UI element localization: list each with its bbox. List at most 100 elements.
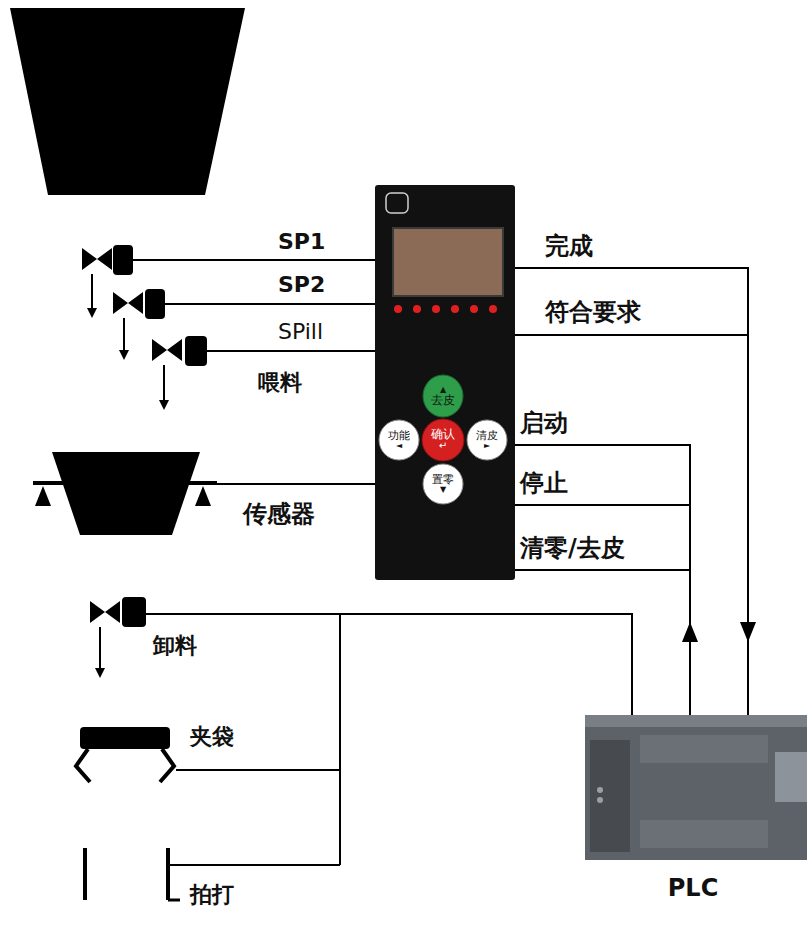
controller-body — [375, 185, 515, 580]
plc-body — [585, 715, 807, 860]
valve-actuator — [122, 597, 146, 627]
output-wire — [176, 769, 340, 771]
signal-label: 停止 — [520, 469, 568, 498]
key-text: 功能 — [388, 430, 410, 442]
key-button: 功能◄ — [378, 419, 420, 461]
hopper — [10, 8, 245, 195]
led — [470, 305, 478, 313]
key-outline — [423, 464, 463, 504]
plc-device: PLC — [585, 715, 807, 860]
valve-symbol — [128, 292, 143, 314]
valve-actuator — [145, 289, 165, 319]
flow-arrow — [123, 318, 125, 352]
arrow-head — [87, 308, 97, 318]
led — [394, 305, 402, 313]
key-outline — [467, 420, 507, 460]
patting-bar — [83, 848, 87, 900]
patting-bar — [166, 848, 170, 900]
arrow-head — [740, 622, 756, 642]
signal-wire — [133, 259, 376, 261]
key-text: 确认 — [431, 428, 455, 441]
plc-terminal — [640, 735, 768, 763]
signal-label: 拍打 — [190, 882, 234, 908]
arrow-head — [682, 622, 698, 642]
key-text: 清皮 — [476, 430, 498, 442]
signal-label: 启动 — [520, 409, 568, 438]
sensor-bar — [33, 481, 217, 485]
signal-wire — [207, 350, 376, 352]
flow-arrow — [91, 274, 93, 310]
flow-arrow — [99, 627, 101, 670]
plc-led — [597, 787, 603, 793]
valve-symbol — [152, 339, 167, 361]
sensor-foot — [195, 486, 211, 506]
key-outline — [422, 419, 464, 461]
output-wire — [170, 864, 340, 866]
signal-label: 卸料 — [153, 633, 197, 659]
key-text: 去皮 — [431, 394, 455, 407]
valve-symbol — [82, 248, 97, 270]
led — [413, 305, 421, 313]
valve-symbol — [113, 292, 128, 314]
key-button: ▲去皮 — [422, 374, 464, 418]
key-text: ▲ — [440, 386, 446, 394]
key-text: ► — [484, 442, 490, 450]
signal-label: 完成 — [545, 232, 593, 261]
flow-arrow — [163, 365, 165, 402]
plc-panel — [775, 752, 807, 802]
signal-label: SP1 — [278, 229, 325, 255]
signal-wire — [515, 569, 690, 571]
arrow-head — [95, 668, 105, 678]
plc-module — [590, 740, 630, 852]
valve-symbol — [167, 339, 182, 361]
signal-label: 喂料 — [258, 370, 302, 396]
signal-wire — [515, 334, 748, 336]
arrow-head — [159, 400, 169, 410]
signal-wire — [165, 303, 376, 305]
key-outline — [423, 375, 463, 417]
logo-mark — [386, 193, 408, 213]
weigh-hopper — [52, 452, 200, 535]
key-button: 确认↵ — [421, 418, 465, 462]
key-text: ▼ — [440, 486, 446, 494]
device-label: PLC — [668, 874, 719, 902]
key-text: ◄ — [396, 442, 402, 450]
valve-symbol — [90, 601, 105, 623]
signal-label: 清零/去皮 — [520, 534, 625, 563]
plc-led — [597, 797, 603, 803]
valve-symbol — [97, 248, 112, 270]
clamp-hook — [160, 749, 174, 782]
signal-label: SPill — [278, 319, 323, 345]
plc-top — [585, 715, 807, 727]
signal-wire — [515, 445, 690, 716]
key-button: 置零▼ — [422, 463, 464, 505]
sensor-foot — [35, 486, 51, 506]
led — [451, 305, 459, 313]
sensor-wire — [217, 483, 376, 485]
key-text: ↵ — [439, 441, 447, 452]
signal-wire — [515, 504, 690, 506]
signal-label: 传感器 — [243, 500, 315, 529]
bag-clamp — [80, 727, 170, 749]
signal-label: 符合要求 — [545, 298, 641, 327]
led — [489, 305, 497, 313]
output-wire — [339, 614, 341, 865]
key-text: 置零 — [432, 474, 454, 486]
plc-terminal — [640, 820, 768, 848]
valve-actuator — [185, 336, 207, 366]
signal-label: 夹袋 — [190, 724, 234, 750]
signal-wire — [515, 268, 748, 716]
display — [393, 228, 503, 296]
patting-foot — [168, 899, 180, 902]
signal-label: SP2 — [278, 272, 325, 298]
clamp-hook — [76, 749, 90, 782]
valve-symbol — [105, 601, 120, 623]
key-outline — [379, 420, 419, 460]
key-button: 清皮► — [466, 419, 508, 461]
led — [432, 305, 440, 313]
arrow-head — [119, 350, 129, 360]
valve-actuator — [113, 245, 133, 275]
output-wire — [146, 614, 632, 716]
